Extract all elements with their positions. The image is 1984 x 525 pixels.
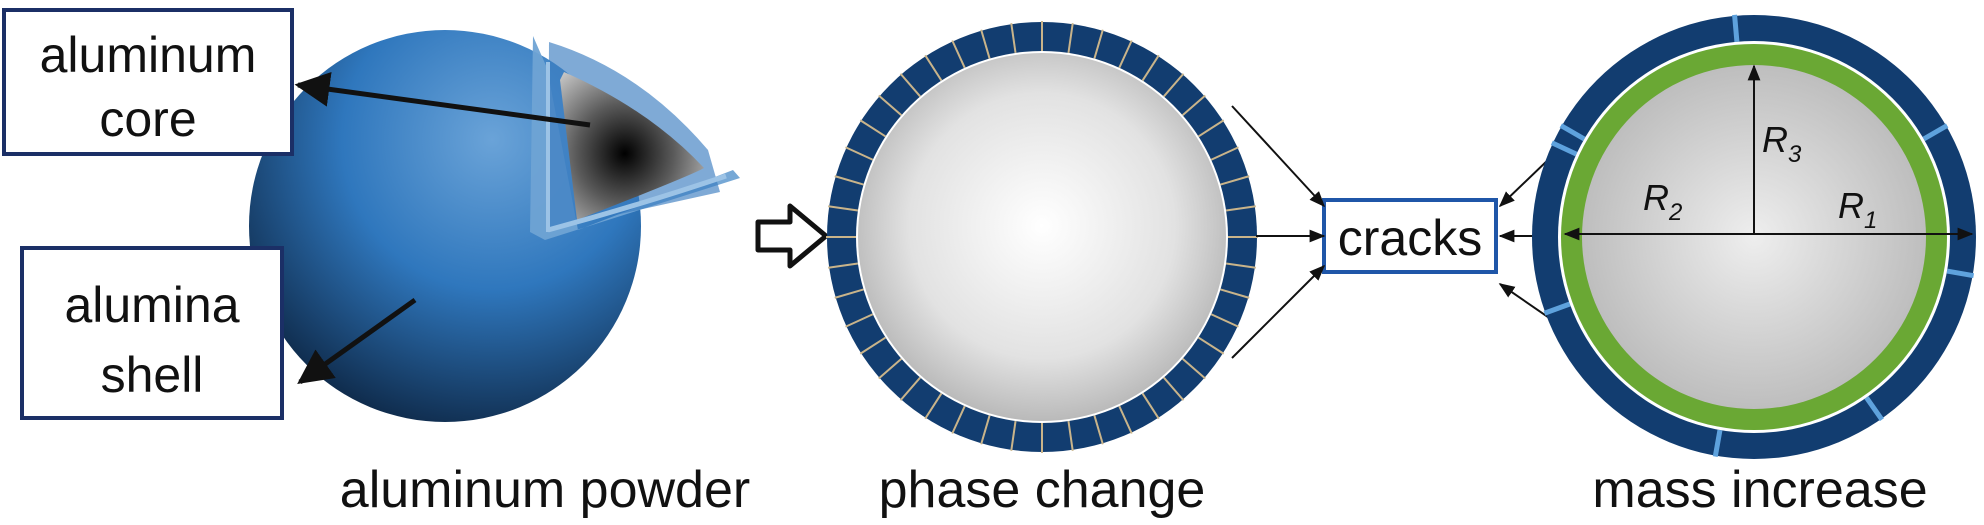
shell-segment-gap bbox=[951, 40, 966, 69]
shell-cut-edge bbox=[547, 173, 727, 233]
shell-segment-gap bbox=[828, 262, 859, 269]
shell-segment-gap bbox=[1225, 262, 1256, 269]
shell-segment-gap bbox=[951, 405, 966, 434]
shell-label-line2: shell bbox=[101, 347, 204, 403]
shell-segment-gap bbox=[1093, 29, 1104, 59]
shell-segment-gap bbox=[1210, 313, 1239, 328]
shell-segment-gap bbox=[924, 54, 943, 82]
shell-segment-gap bbox=[1220, 288, 1250, 299]
shell-segment-gap bbox=[1010, 23, 1017, 54]
shell-segment-gap bbox=[1220, 175, 1250, 186]
cracks-label-box: cracks bbox=[1322, 198, 1498, 274]
mass-increase-particle bbox=[1532, 14, 1976, 459]
crack-arrow-lower-left bbox=[1231, 264, 1326, 359]
shell-segment-gap bbox=[878, 358, 903, 380]
caption-phase-change: phase change bbox=[879, 461, 1206, 519]
shell-segment-gap bbox=[859, 336, 887, 355]
remaining-aluminum-core bbox=[1582, 65, 1926, 409]
cracks-label: cracks bbox=[1338, 210, 1482, 266]
shell-segment-gap bbox=[1067, 23, 1074, 54]
shell-crack-mark bbox=[1946, 268, 1975, 279]
shell-segment-gaps bbox=[826, 21, 1258, 453]
shell-segment-gap bbox=[1141, 54, 1160, 82]
shell-crack-mark bbox=[1732, 14, 1740, 42]
shell-segment-gap bbox=[1118, 405, 1133, 434]
shell-segment-gap bbox=[845, 313, 874, 328]
shell-segment-gap bbox=[1210, 146, 1239, 161]
shell-segment-gap bbox=[828, 205, 859, 212]
shell-segment-gap bbox=[1093, 415, 1104, 445]
shell-segment-gap bbox=[1010, 420, 1017, 451]
shell-segment-gap bbox=[980, 415, 991, 445]
shell-segment-gap bbox=[1181, 358, 1206, 380]
shell-segment-gap bbox=[834, 288, 864, 299]
core-pointer-arrow bbox=[294, 71, 591, 128]
r2-label: R2 bbox=[1643, 177, 1682, 226]
phase-change-particle bbox=[826, 21, 1258, 453]
shell-segment-gap bbox=[1197, 119, 1225, 138]
shell-segment-gap bbox=[899, 376, 921, 401]
shell-segment-gap bbox=[1141, 392, 1160, 420]
shell-segment-gap bbox=[899, 73, 921, 98]
core-label-line2: core bbox=[99, 91, 196, 147]
shell-segment-gap bbox=[1067, 420, 1074, 451]
shell-segment-gap bbox=[1181, 94, 1206, 116]
shell-crack-mark bbox=[1559, 123, 1586, 142]
caption-aluminum-powder: aluminum powder bbox=[340, 461, 750, 519]
caption-mass-increase: mass increase bbox=[1592, 461, 1927, 519]
shell-segment-gap bbox=[1163, 376, 1185, 401]
shell-segment-gap bbox=[1225, 205, 1256, 212]
alumina-shell-label-box: alumina shell bbox=[20, 246, 284, 420]
shell-label-line1: alumina bbox=[64, 277, 239, 333]
transition-arrow bbox=[755, 203, 829, 269]
shell-segment-gap bbox=[980, 29, 991, 59]
shell-crack-mark bbox=[1712, 429, 1723, 458]
shell-segment-gap bbox=[878, 94, 903, 116]
shell-crack-marks bbox=[1543, 14, 1975, 458]
shell-crack-mark bbox=[1550, 140, 1578, 157]
molten-aluminum-core bbox=[858, 53, 1226, 421]
r3-label: R3 bbox=[1762, 119, 1802, 168]
core-label-line1: aluminum bbox=[40, 27, 257, 83]
shell-crack-mark bbox=[1543, 301, 1571, 316]
aluminum-powder-sphere bbox=[249, 30, 740, 422]
shell-segment-gap bbox=[1163, 73, 1185, 98]
shell-segment-gap bbox=[1118, 40, 1133, 69]
crack-arrow-upper-left bbox=[1231, 105, 1326, 208]
shell-pointer-arrow bbox=[297, 297, 417, 385]
shell-segment-gap bbox=[924, 392, 943, 420]
shell-segment-gap bbox=[845, 146, 874, 161]
shell-segment-gap bbox=[859, 119, 887, 138]
shell-segment-gap bbox=[834, 175, 864, 186]
shell-crack-mark bbox=[1864, 396, 1884, 422]
aluminum-core-exposed bbox=[560, 72, 704, 220]
aluminum-core-label-box: aluminum core bbox=[2, 8, 294, 156]
shell-segment-gap bbox=[1197, 336, 1225, 355]
shell-crack-mark bbox=[1922, 123, 1949, 142]
r1-label: R1 bbox=[1838, 185, 1877, 234]
